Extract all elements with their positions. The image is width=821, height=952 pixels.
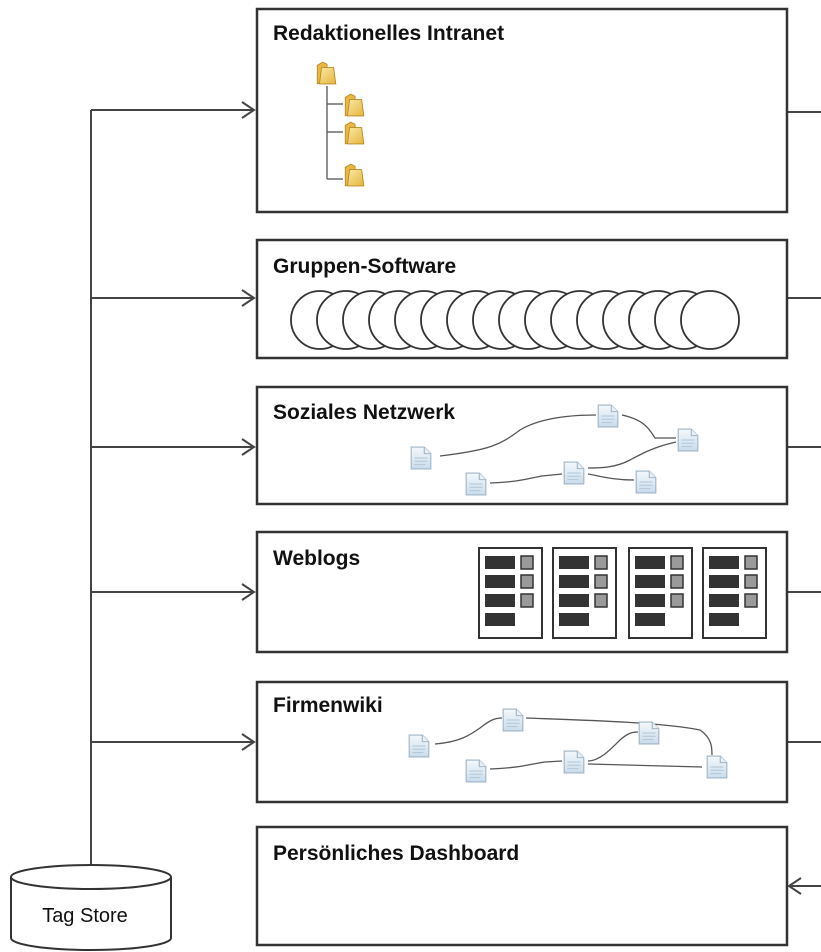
- document-icon: [408, 734, 430, 758]
- system-box-wiki: Firmenwiki: [255, 680, 789, 804]
- document-icon: [563, 750, 585, 774]
- document-icon: [502, 708, 524, 732]
- folder-tree-icon: [316, 61, 365, 187]
- document-icon: [410, 446, 432, 470]
- system-title: Firmenwiki: [273, 694, 383, 717]
- document-icon: [638, 721, 660, 745]
- system-box-intranet: Redaktionelles Intranet: [255, 7, 789, 214]
- system-box-groupware: Gruppen-Software: [255, 238, 789, 360]
- system-title: Gruppen-Software: [273, 255, 456, 278]
- system-box-dashboard: Persönliches Dashboard: [255, 825, 789, 947]
- outgoing-connector-stubs: [787, 111, 821, 895]
- server-unit: [702, 547, 767, 639]
- tag-store-database-icon: Tag Store: [10, 864, 172, 951]
- system-title: Redaktionelles Intranet: [273, 22, 504, 45]
- system-box-weblogs: Weblogs: [255, 530, 789, 654]
- arrowheads-into-systems: [241, 101, 256, 751]
- group-circle: [680, 290, 740, 350]
- tag-store-label: Tag Store: [42, 905, 128, 927]
- document-icon: [677, 428, 699, 452]
- server-unit: [478, 547, 543, 639]
- document-icon: [465, 759, 487, 783]
- document-icon: [706, 755, 728, 779]
- system-box-social-network: Soziales Netzwerk: [255, 385, 789, 506]
- server-unit: [552, 547, 617, 639]
- system-title: Weblogs: [273, 547, 360, 570]
- circle-stack-icon: [290, 290, 740, 350]
- document-network-icon: [410, 404, 699, 496]
- document-icon: [635, 470, 657, 494]
- document-icon: [563, 461, 585, 485]
- system-title: Persönliches Dashboard: [273, 842, 519, 865]
- blog-server-icon: [478, 547, 767, 639]
- document-network-icon: [408, 708, 728, 783]
- tag-store-connectors: [90, 109, 254, 866]
- system-title: Soziales Netzwerk: [273, 401, 455, 424]
- document-icon: [597, 404, 619, 428]
- server-unit: [628, 547, 693, 639]
- document-icon: [465, 472, 487, 496]
